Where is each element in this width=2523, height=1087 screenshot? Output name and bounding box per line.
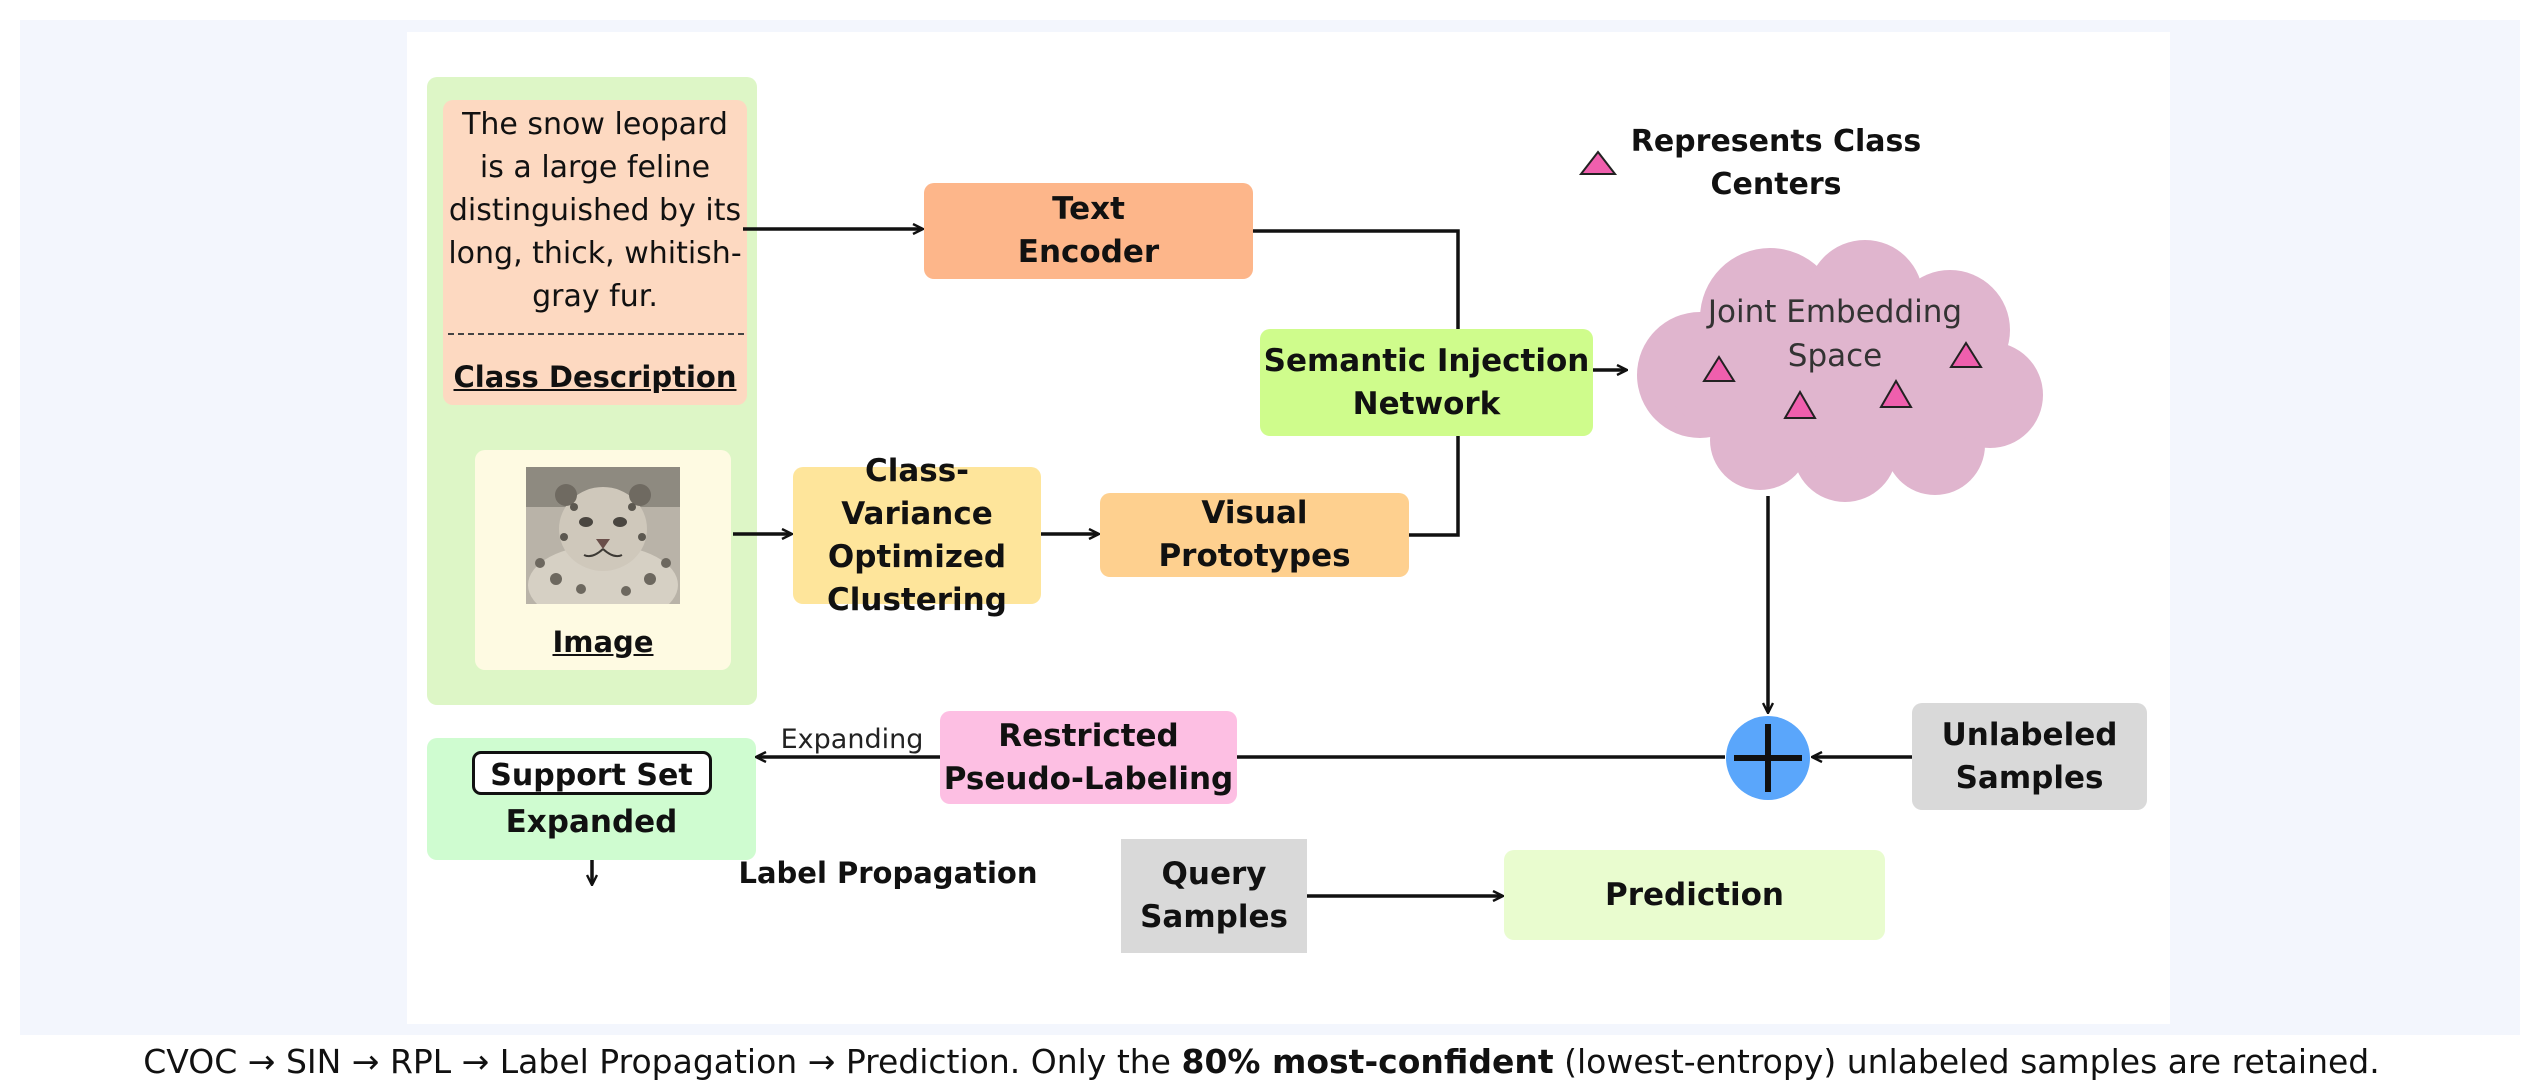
semantic-injection-line2: Network (1352, 385, 1501, 422)
restricted-pl-line1: Restricted (998, 717, 1179, 754)
caption-part1: CVOC → SIN → RPL → Label Propagation → P… (143, 1042, 1171, 1081)
cvoc-line2: Optimized (827, 538, 1007, 575)
visual-prototypes-node: Visual Prototypes (1100, 493, 1409, 577)
prediction-node: Prediction (1504, 850, 1885, 940)
unlabeled-line1: Unlabeled (1941, 716, 2118, 753)
combine-plus-icon (1726, 716, 1810, 800)
class-center-triangle-4 (1949, 341, 1983, 368)
semantic-injection-line1: Semantic Injection (1263, 342, 1590, 379)
legend-line2: Centers (1710, 167, 1841, 202)
restricted-pl-line2: Pseudo-Labeling (943, 760, 1234, 797)
figure-caption: CVOC → SIN → RPL → Label Propagation → P… (0, 1036, 2523, 1087)
joint-embedding-line2: Space (1788, 338, 1882, 374)
query-line2: Samples (1140, 899, 1288, 935)
query-line1: Query (1161, 856, 1267, 892)
unlabeled-line2: Samples (1955, 759, 2104, 796)
class-description-label: Class Description (453, 360, 737, 394)
prediction-label: Prediction (1604, 876, 1785, 913)
restricted-pseudo-labeling-node: Restricted Pseudo-Labeling (940, 711, 1237, 804)
class-center-triangles (1578, 150, 1983, 419)
class-center-triangle-1 (1702, 355, 1736, 382)
joint-embedding-line1: Joint Embedding (1706, 294, 1962, 330)
edge-prototypes-to-sin (1409, 436, 1460, 537)
text-encoder-node: Text Encoder (924, 183, 1253, 279)
class-center-triangle-3 (1879, 378, 1913, 408)
caption-bold: 80% most-confident (1181, 1042, 1554, 1081)
edge-text-encoder-to-sin (1253, 229, 1460, 329)
cvoc-line3: Clustering (827, 581, 1007, 618)
text-encoder-line1: Text (1052, 191, 1125, 227)
legend-triangle-icon (1578, 150, 1618, 175)
semantic-injection-node: Semantic Injection Network (1260, 329, 1593, 436)
query-samples-node: Query Samples (1121, 839, 1307, 953)
label-propagation-label: Label Propagation (738, 856, 1037, 890)
legend-line1: Represents Class (1631, 124, 1922, 159)
cvoc-node: Class-Variance Optimized Clustering (793, 453, 1041, 618)
class-center-triangle-2 (1783, 389, 1817, 419)
joint-embedding-cloud (1637, 240, 2043, 502)
visual-prototypes-label: Visual Prototypes (1158, 495, 1351, 574)
expanding-label: Expanding (781, 724, 924, 755)
cvoc-line1: Class-Variance (841, 452, 993, 532)
text-encoder-line2: Encoder (1017, 234, 1160, 270)
class-description-divider (448, 333, 744, 335)
class-description-card: The snow leopard is a large feline disti… (443, 100, 747, 405)
snow-leopard-photo (526, 467, 680, 604)
class-description-text: The snow leopard is a large feline disti… (448, 107, 742, 314)
unlabeled-samples-node: Unlabeled Samples (1912, 703, 2147, 810)
support-set-inner-box: Support Set (471, 751, 712, 795)
caption-part2: (lowest-entropy) unlabeled samples are r… (1564, 1042, 2380, 1081)
support-set-label: Expanded (505, 804, 678, 840)
support-set-node: Support Set Expanded (427, 738, 756, 860)
image-label: Image (552, 625, 654, 659)
